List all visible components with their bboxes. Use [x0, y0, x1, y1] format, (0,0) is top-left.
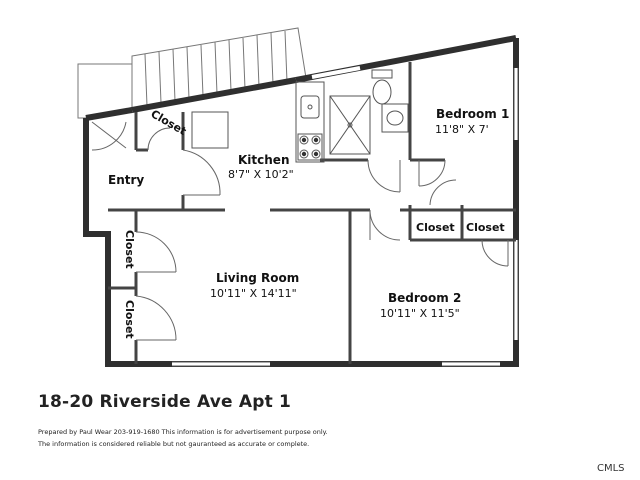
entry-closet-label: Closet [149, 107, 189, 138]
bedroom1-label: Bedroom 1 [436, 107, 509, 121]
living-room-size: 10'11" X 14'11" [210, 287, 297, 300]
interior-walls [108, 62, 516, 364]
entry-label: Entry [108, 173, 144, 187]
stove-icon [301, 137, 319, 157]
windows [172, 66, 518, 366]
window-panes [172, 68, 519, 367]
bedroom2-closet-right-label: Closet [466, 221, 505, 234]
property-address: 18-20 Riverside Ave Apt 1 [38, 392, 292, 412]
prepared-by-note: Prepared by Paul Wear 203-919-1680 This … [38, 428, 328, 436]
living-room-label: Living Room [216, 271, 299, 285]
kitchen-label: Kitchen [238, 153, 290, 167]
floor-plan: Bedroom 1 11'8" X 7' Kitchen 8'7" X 10'2… [77, 27, 519, 367]
bathroom-fixtures [329, 69, 409, 155]
cmls-watermark: CMLS [597, 463, 625, 474]
bedroom2-label: Bedroom 2 [388, 291, 461, 305]
bedroom2-size: 10'11" X 11'5" [380, 307, 460, 320]
kitchen-size: 8'7" X 10'2" [228, 168, 294, 181]
living-closet-bottom-label: Closet [123, 300, 136, 339]
bedroom2-closet-left-label: Closet [416, 221, 455, 234]
living-closet-top-label: Closet [123, 230, 136, 269]
kitchen-fixtures [191, 81, 325, 163]
bedroom1-size: 11'8" X 7' [435, 123, 489, 136]
door-swings [91, 121, 509, 341]
exterior-stairs [77, 27, 307, 119]
disclaimer-note: The information is considered reliable b… [38, 440, 310, 448]
